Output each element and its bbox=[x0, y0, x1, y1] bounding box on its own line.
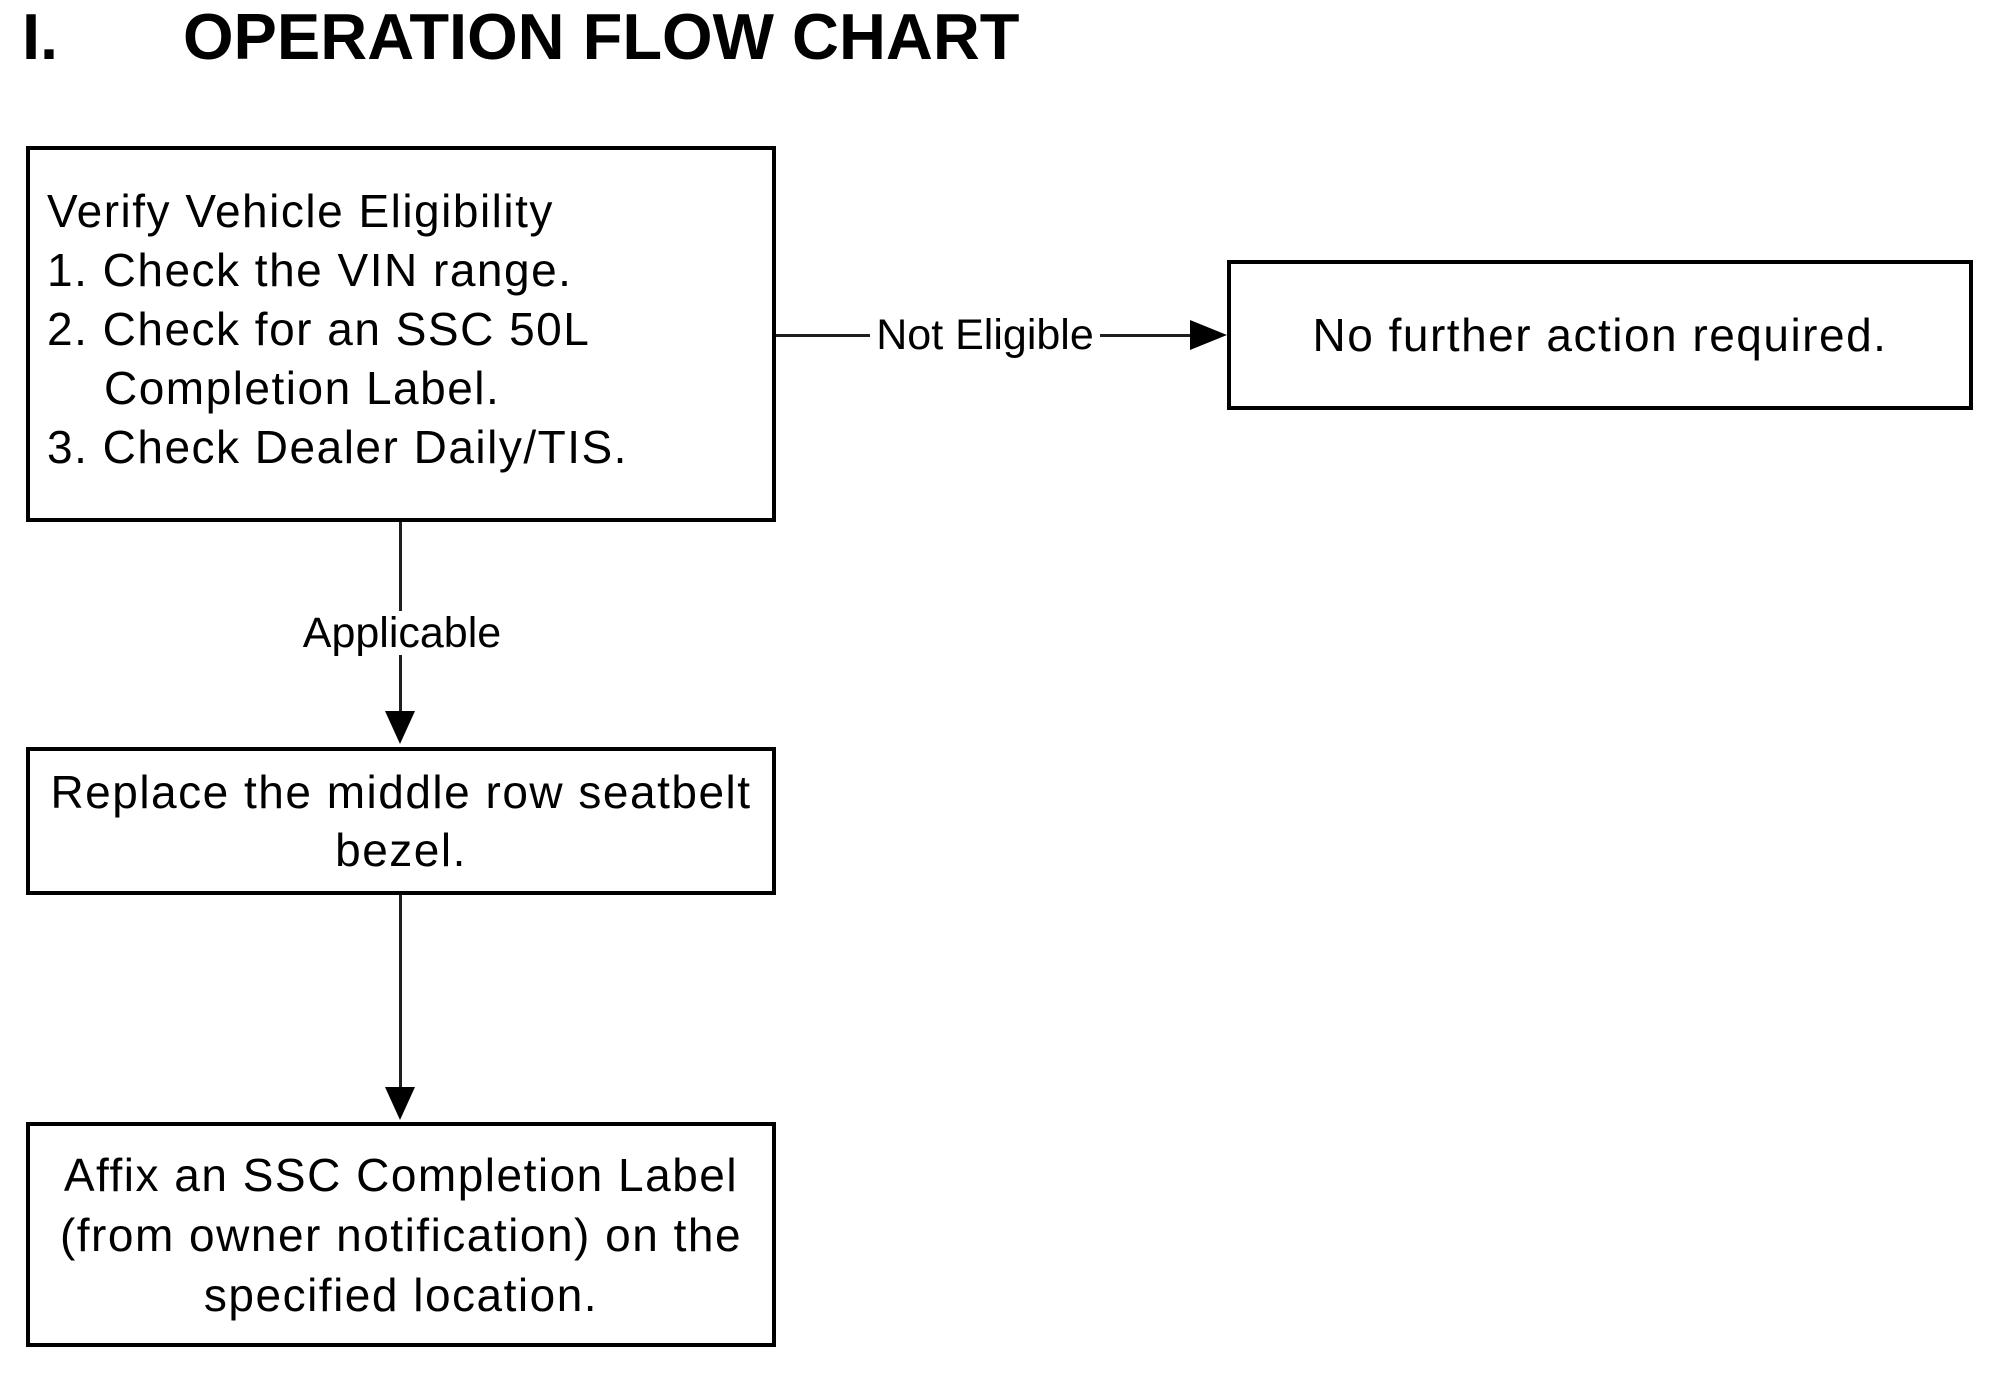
flow-box-replace-bezel: Replace the middle row seatbelt bezel. bbox=[26, 747, 776, 895]
affix-box-line-3: specified location. bbox=[203, 1268, 599, 1321]
edge-label-not-eligible: Not Eligible bbox=[870, 311, 1100, 359]
affix-box-line-2: (from owner notification) on the bbox=[59, 1208, 743, 1261]
arrowhead-down-icon bbox=[385, 711, 415, 744]
title-section-numeral: I. bbox=[22, 0, 59, 73]
verify-box-step-2: 2. Check for an SSC 50L bbox=[47, 303, 591, 355]
arrowhead-down-icon bbox=[385, 1087, 415, 1120]
verify-box-heading: Verify Vehicle Eligibility bbox=[47, 185, 554, 237]
replace-box-line-1: Replace the middle row seatbelt bbox=[50, 766, 752, 818]
verify-box-step-2-continued: Completion Label. bbox=[104, 362, 501, 414]
verify-box-step-3: 3. Check Dealer Daily/TIS. bbox=[47, 421, 628, 473]
page-title: I. OPERATION FLOW CHART bbox=[22, 2, 1020, 72]
flow-box-verify-eligibility: Verify Vehicle Eligibility 1. Check the … bbox=[26, 146, 776, 522]
connector-replace-to-affix-line bbox=[399, 895, 402, 1088]
affix-box-line-1: Affix an SSC Completion Label bbox=[63, 1148, 739, 1201]
title-text: OPERATION FLOW CHART bbox=[183, 0, 1020, 73]
replace-box-line-2: bezel. bbox=[335, 824, 467, 876]
flow-box-affix-completion-label: Affix an SSC Completion Label (from owne… bbox=[26, 1122, 776, 1347]
edge-label-applicable: Applicable bbox=[300, 611, 504, 655]
no-action-text: No further action required. bbox=[1312, 308, 1888, 361]
flow-box-no-further-action: No further action required. bbox=[1227, 260, 1973, 410]
arrowhead-right-icon bbox=[1190, 320, 1227, 350]
verify-box-step-1: 1. Check the VIN range. bbox=[47, 244, 573, 296]
